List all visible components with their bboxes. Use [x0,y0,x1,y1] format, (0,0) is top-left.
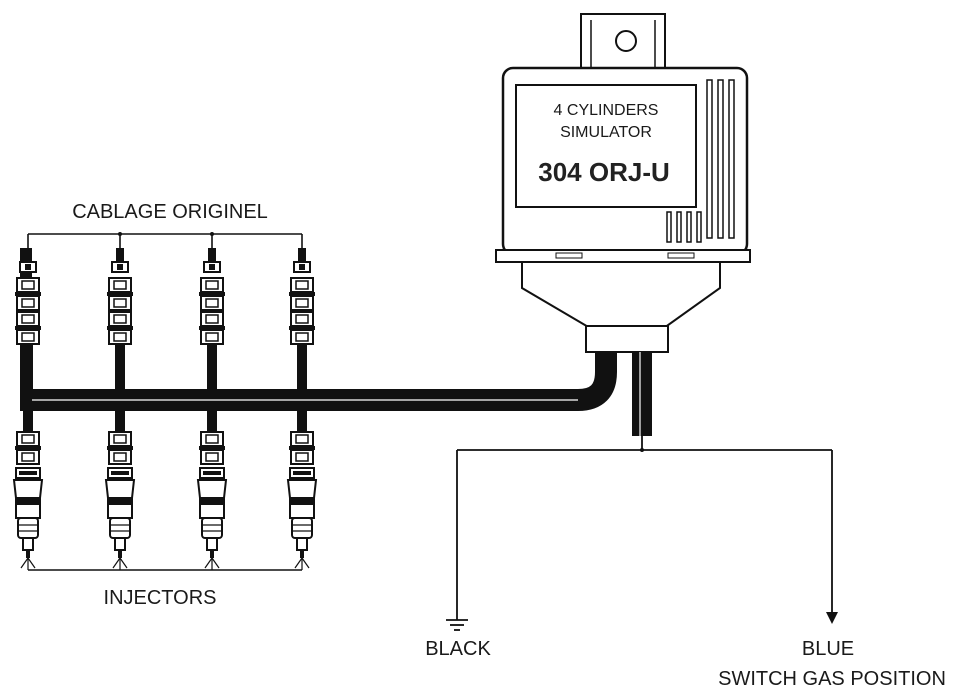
injector-column-4 [286,248,318,570]
injector-column-2 [104,248,136,570]
blue-wire-label: BLUE [801,638,855,660]
arrow-down-icon [826,612,838,624]
model-label: 304 ORJ-U [538,157,670,187]
switch-label: SWITCH GAS POSITION [718,668,946,690]
injectors-label: INJECTORS [103,587,217,609]
injector-column-1 [12,248,44,570]
output-wires [446,436,838,631]
black-wire-label: BLACK [425,638,491,660]
injector-column-3 [196,248,228,570]
injector-columns [12,248,318,570]
simulator-label-line1: 4 CYLINDERS [553,102,659,119]
cablage-bracket [27,232,303,248]
simulator-label-line2: SIMULATOR [560,124,652,141]
cablage-label: CABLAGE ORIGINEL [72,201,268,223]
simulator-label-panel [515,84,697,208]
simulator-unit [495,13,751,353]
ground-icon [446,619,468,631]
mounting-hole-icon [615,30,637,52]
